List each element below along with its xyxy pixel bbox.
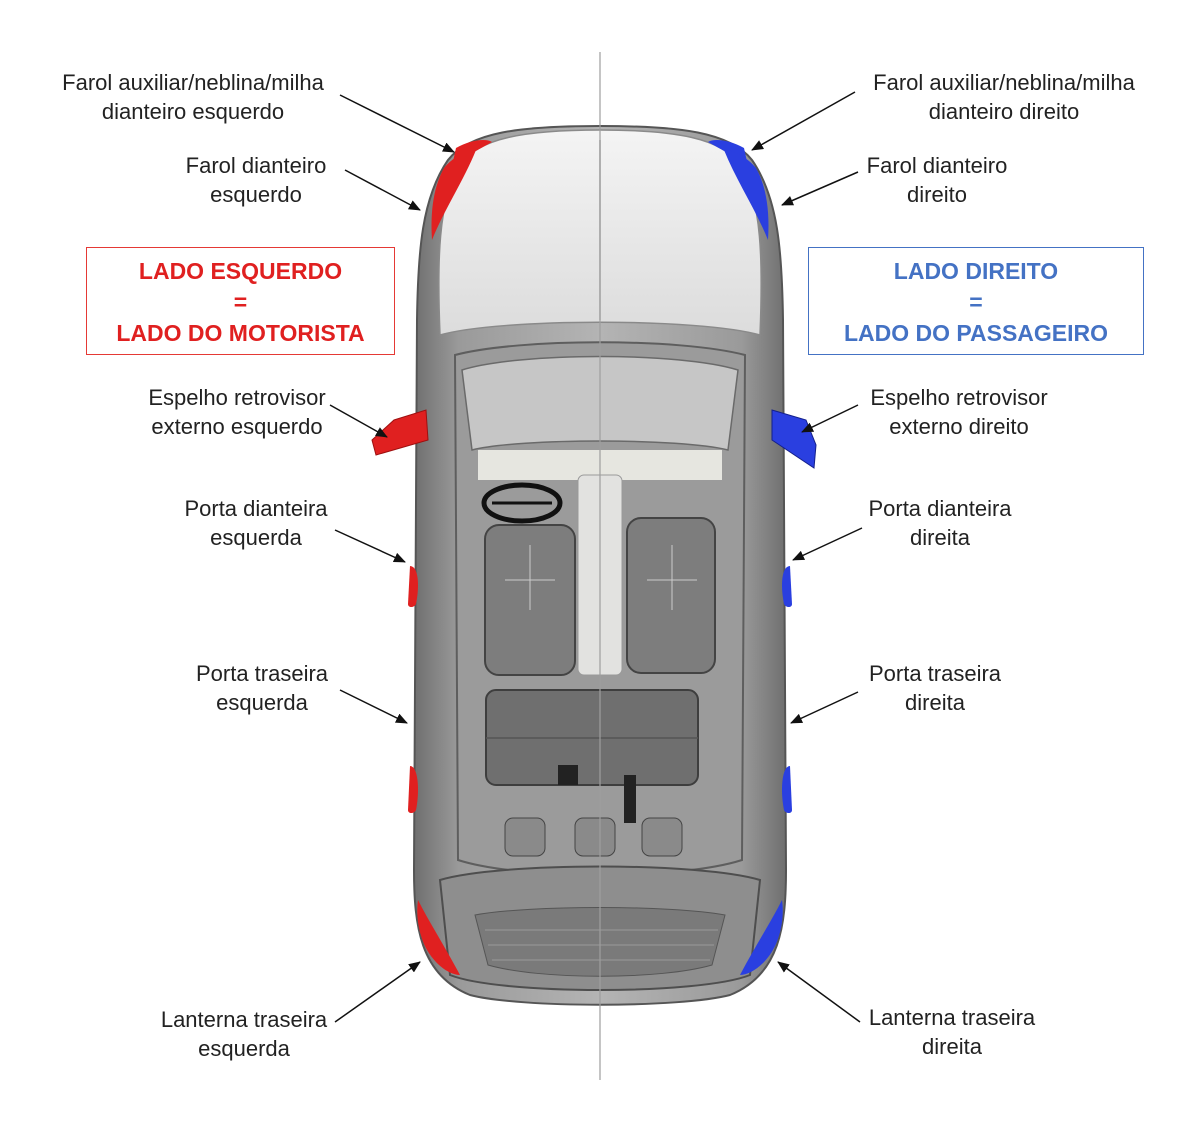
right-rear-door-handle — [782, 766, 792, 813]
right-side-equals: = — [969, 289, 983, 315]
right-tail-light — [740, 900, 783, 975]
left-tail-light — [417, 900, 460, 975]
label-left-front-door: Porta dianteira esquerda — [184, 496, 328, 550]
left-side-equals: = — [233, 289, 248, 315]
label-right-tail-light: Lanterna traseira direita — [868, 1005, 1036, 1059]
arrow-left-headlight — [344, 169, 421, 211]
right-side-subtitle: LADO DO PASSAGEIRO — [843, 320, 1109, 346]
arrow-left-fog-light — [339, 94, 455, 153]
steering-wheel — [481, 482, 563, 524]
left-side-subtitle: LADO DO MOTORISTA — [116, 320, 365, 346]
arrow-left-mirror — [329, 404, 388, 438]
label-left-headlight: Farol dianteiro esquerdo — [185, 153, 327, 207]
arrow-right-fog-light — [751, 91, 856, 151]
front-seat-right — [626, 517, 716, 674]
arrow-right-rear-door — [790, 691, 859, 724]
label-right-front-door: Porta dianteira direita — [868, 496, 1012, 550]
left-mirror — [371, 409, 429, 456]
left-front-door-handle — [408, 566, 418, 607]
right-side-box: LADO DIREITO = LADO DO PASSAGEIRO — [808, 247, 1144, 355]
label-left-tail-light: Lanterna traseira esquerda — [160, 1007, 328, 1061]
label-right-headlight: Farol dianteiro direito — [866, 153, 1008, 207]
left-headlight — [431, 150, 476, 240]
label-right-mirror: Espelho retrovisor externo direito — [870, 385, 1048, 439]
arrow-right-mirror — [801, 404, 859, 433]
label-left-rear-door: Porta traseira esquerda — [195, 661, 329, 715]
arrow-left-rear-door — [339, 689, 408, 724]
arrow-right-front-door — [792, 527, 863, 561]
arrow-left-front-door — [334, 529, 406, 563]
label-left-fog-light: Farol auxiliar/neblina/milha dianteiro e… — [62, 70, 324, 124]
arrow-right-tail-light — [777, 961, 861, 1023]
left-rear-door-handle — [408, 766, 418, 813]
left-side-title: LADO ESQUERDO — [138, 258, 343, 284]
right-front-door-handle — [782, 566, 792, 607]
label-left-mirror: Espelho retrovisor externo esquerdo — [148, 385, 326, 439]
left-side-box: LADO ESQUERDO = LADO DO MOTORISTA — [86, 247, 395, 355]
arrow-left-tail-light — [334, 961, 421, 1023]
arrow-right-headlight — [781, 171, 859, 206]
right-side-title: LADO DIREITO — [893, 258, 1059, 284]
label-right-fog-light: Farol auxiliar/neblina/milha dianteiro d… — [873, 70, 1135, 124]
right-headlight — [724, 150, 769, 240]
label-right-rear-door: Porta traseira direita — [868, 661, 1002, 715]
